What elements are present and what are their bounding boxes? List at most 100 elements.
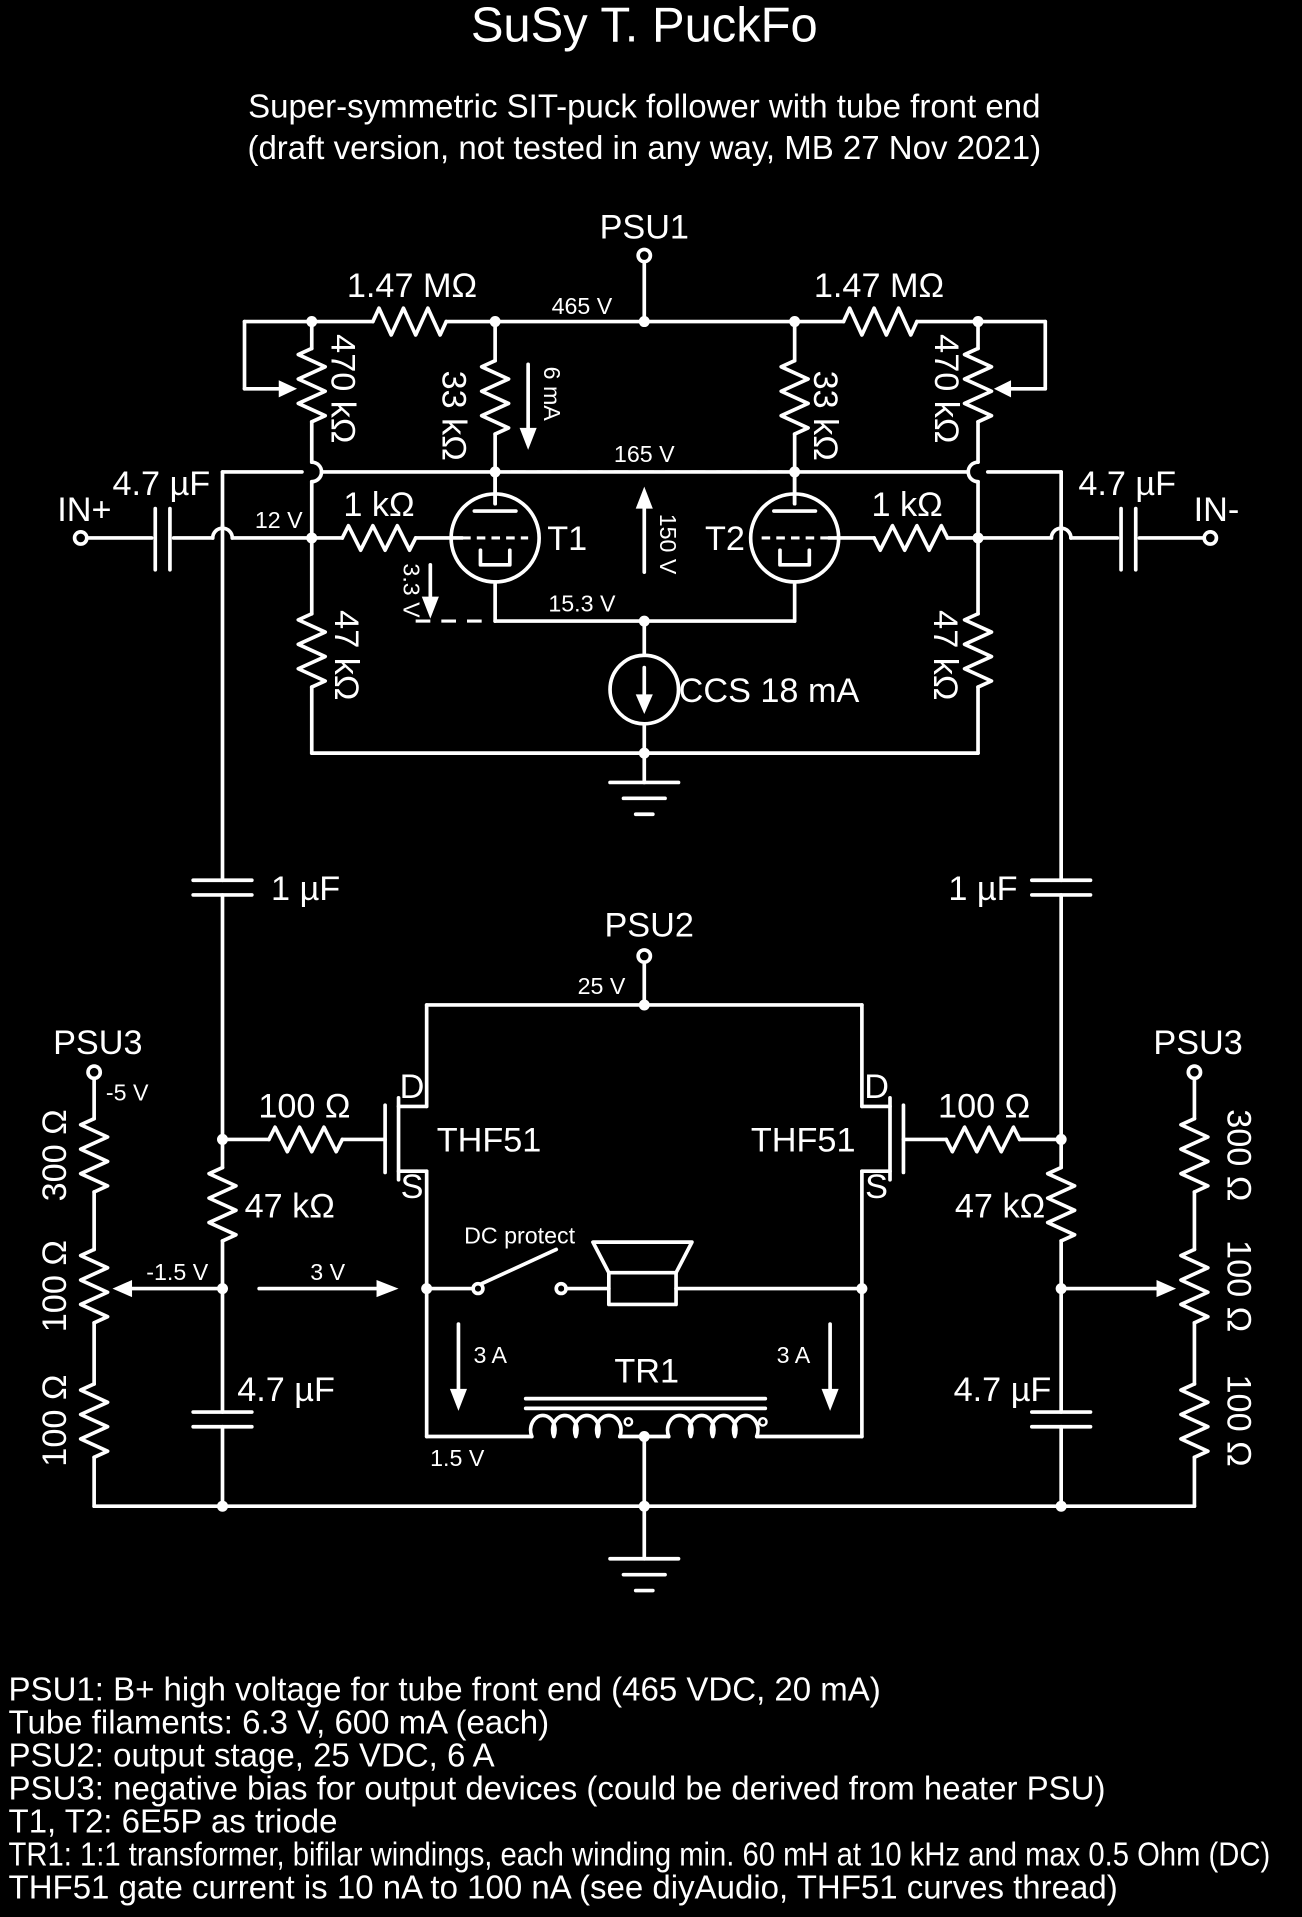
front-end-section: PSU1 465 V 1.47 MΩ 1.47 MΩ 470 kΩ 470 kΩ [57, 208, 1240, 817]
psu3-left-label: PSU3 [53, 1024, 142, 1062]
ground-symbol-output [608, 1556, 681, 1593]
resistor-1m47-left [371, 306, 449, 337]
r-100-pot-right-label: 100 Ω [1219, 1240, 1257, 1332]
notes-block: PSU1: B+ high voltage for tube front end… [9, 1671, 1271, 1906]
bias-voltage-left-label: -1.5 V [146, 1259, 208, 1285]
subtitle-line-2: (draft version, not tested in any way, M… [247, 129, 1041, 166]
potentiometer-470k-left [296, 346, 328, 424]
r-1m47-left-label: 1.47 MΩ [347, 267, 477, 305]
note-line: Tube filaments: 6.3 V, 600 mA (each) [9, 1704, 550, 1741]
gate-source-voltage-label: 3 V [310, 1259, 345, 1285]
r-47k-bias-right-label: 47 kΩ [955, 1188, 1045, 1226]
divider-potentiometer-100-left [78, 1247, 110, 1325]
divider-resistor-300-right [1179, 1116, 1210, 1194]
dc-protect-switch [479, 1247, 559, 1286]
grid-resistor-47k-right [962, 611, 994, 689]
r-100-gate-right-label: 100 Ω [938, 1087, 1030, 1125]
psu3-right-label: PSU3 [1153, 1024, 1242, 1062]
psu1-terminal [636, 247, 653, 264]
divider-resistor-100-right [1179, 1382, 1210, 1460]
resistor-33k-right [779, 358, 810, 436]
thf51-left-source-label: S [401, 1168, 424, 1206]
r-33k-right-label: 33 kΩ [806, 371, 844, 461]
c-1u-left-label: 1 µF [271, 870, 340, 908]
r-47k-grid-right-label: 47 kΩ [926, 610, 964, 700]
r-100-bottom-right-label: 100 Ω [1219, 1375, 1257, 1467]
psu3-left-terminal [86, 1064, 103, 1081]
r-300-left-label: 300 Ω [36, 1109, 74, 1201]
tube-voltage-label: 150 V [655, 514, 681, 575]
dc-protect-label: DC protect [464, 1222, 576, 1248]
psu3-right-terminal [1186, 1064, 1203, 1081]
dc-protect-contact-left [471, 1281, 485, 1296]
ground-symbol-front-end [608, 780, 681, 817]
psu1-label: PSU1 [600, 208, 689, 246]
speaker-icon [591, 1240, 694, 1307]
in-plus-label: IN+ [57, 491, 111, 529]
grid-stopper-right [872, 523, 950, 553]
divider-resistor-100-left [78, 1382, 110, 1460]
grid-bias-left-label: 12 V [255, 507, 303, 533]
r-100-bottom-left-label: 100 Ω [36, 1375, 74, 1467]
c-4u7-bypass-right-label: 4.7 µF [954, 1371, 1052, 1409]
r-33k-left-label: 33 kΩ [435, 371, 473, 461]
psu2-label: PSU2 [604, 906, 693, 944]
t2-label: T2 [705, 520, 745, 558]
output-supply-voltage-label: 25 V [578, 973, 626, 999]
tr1-label: TR1 [614, 1353, 679, 1391]
r-100-pot-left-label: 100 Ω [36, 1240, 74, 1332]
grid-stopper-left [340, 523, 418, 553]
note-line: PSU3: negative bias for output devices (… [9, 1770, 1106, 1807]
grid-cathode-voltage-label: 3.3 V [398, 563, 424, 618]
center-tap-voltage-label: 1.5 V [430, 1445, 485, 1471]
r-47k-grid-left-label: 47 kΩ [327, 610, 365, 700]
grid-resistor-47k-left [296, 611, 328, 689]
divider-potentiometer-100-right [1179, 1247, 1210, 1325]
b-plus-voltage: 465 V [552, 293, 613, 319]
gate-resistor-100-left [267, 1125, 345, 1154]
note-line: PSU2: output stage, 25 VDC, 6 A [9, 1737, 495, 1774]
divider-resistor-300-left [78, 1116, 110, 1194]
resistor-33k-left [479, 358, 511, 436]
r-47k-bias-left-label: 47 kΩ [245, 1188, 335, 1226]
r-1m47-right-label: 1.47 MΩ [814, 267, 944, 305]
page-title: SuSy T. PuckFo [471, 0, 818, 53]
bias-resistor-47k-right [1045, 1165, 1077, 1243]
r-100-gate-left-label: 100 Ω [258, 1087, 350, 1125]
note-line: PSU1: B+ high voltage for tube front end… [9, 1671, 881, 1708]
c-1u-right-label: 1 µF [948, 870, 1017, 908]
current-left-label: 3 A [473, 1342, 507, 1368]
bias-resistor-47k-left [207, 1165, 238, 1243]
thf51-left-label: THF51 [437, 1122, 542, 1160]
current-right-label: 3 A [777, 1342, 811, 1368]
r-470k-left-label: 470 kΩ [323, 334, 361, 443]
note-line: TR1: 1:1 transformer, bifilar windings, … [9, 1836, 1271, 1873]
r-300-right-label: 300 Ω [1219, 1109, 1257, 1201]
ccs-label: CCS 18 mA [679, 672, 860, 710]
c-4u7-right-label: 4.7 µF [1078, 465, 1176, 503]
note-line: T1, T2: 6E5P as triode [9, 1803, 338, 1840]
gate-resistor-100-right [944, 1125, 1022, 1154]
r-1k-right-label: 1 kΩ [872, 486, 943, 524]
anode-current-label: 6 mA [539, 367, 565, 422]
c-4u7-bypass-left-label: 4.7 µF [237, 1371, 335, 1409]
thf51-right-source-label: S [865, 1168, 888, 1206]
bias-supply-voltage-left-label: -5 V [106, 1079, 149, 1105]
potentiometer-470k-right [962, 346, 994, 424]
thf51-left-drain-label: D [400, 1068, 425, 1106]
c-4u7-left-label: 4.7 µF [113, 465, 211, 503]
transformer-winding-left [528, 1413, 623, 1439]
thf51-right-label: THF51 [751, 1122, 856, 1160]
cathode-voltage-label: 15.3 V [548, 590, 616, 616]
in-minus-label: IN- [1194, 491, 1240, 529]
thf51-right-drain-label: D [864, 1068, 889, 1106]
coupling-section: 1 µF 1 µF [191, 523, 1093, 1139]
transformer-winding-right [665, 1413, 760, 1439]
resistor-1m47-right [841, 306, 919, 337]
r-1k-left-label: 1 kΩ [343, 486, 414, 524]
output-stage-section: PSU2 25 V D S THF51 D S THF51 100 Ω [36, 906, 1257, 1593]
subtitle-line-1: Super-symmetric SIT-puck follower with t… [248, 87, 1040, 124]
t1-label: T1 [547, 520, 587, 558]
note-line: THF51 gate current is 10 nA to 100 nA (s… [9, 1869, 1118, 1906]
